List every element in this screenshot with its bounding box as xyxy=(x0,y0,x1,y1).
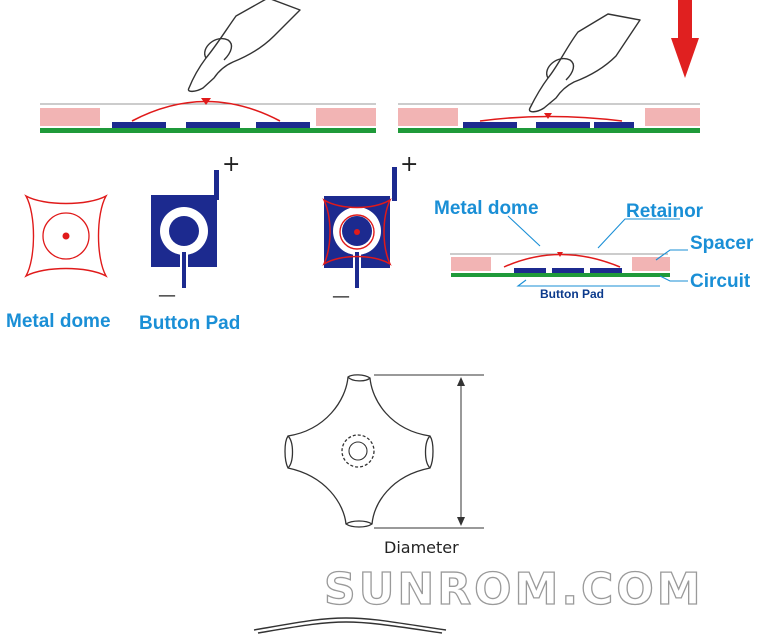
minus-sign: — xyxy=(158,285,176,306)
down-arrow-icon xyxy=(671,0,699,78)
watermark-logo: SUNROM.COM xyxy=(324,564,704,615)
metal-dome-top-view xyxy=(284,374,484,529)
cross-section-diagram xyxy=(450,215,688,287)
pressed-switch-section xyxy=(398,0,700,133)
released-switch-section xyxy=(40,0,376,133)
minus-sign-2: — xyxy=(332,286,350,307)
metal-dome-label: Metal dome xyxy=(6,311,111,332)
diameter-label: Diameter xyxy=(384,538,459,557)
spacer-label: Spacer xyxy=(690,233,754,254)
metal-dome-icon xyxy=(24,194,108,278)
button-pad-small-label: Button Pad xyxy=(540,287,604,301)
button-pad-label: Button Pad xyxy=(139,313,240,334)
plus-sign-2: + xyxy=(400,152,418,177)
plus-sign: + xyxy=(222,152,240,177)
circuit-label: Circuit xyxy=(690,271,751,292)
finger-icon xyxy=(528,13,641,113)
metal-dome-label-right: Metal dome xyxy=(434,198,539,219)
pressed-dome-curve xyxy=(479,115,623,122)
dome-over-pad-icon xyxy=(322,167,397,288)
finger-icon xyxy=(187,0,301,93)
retainor-label: Retainor xyxy=(626,201,704,222)
button-pad-icon xyxy=(151,170,219,288)
metal-dome-side-view xyxy=(253,617,447,634)
